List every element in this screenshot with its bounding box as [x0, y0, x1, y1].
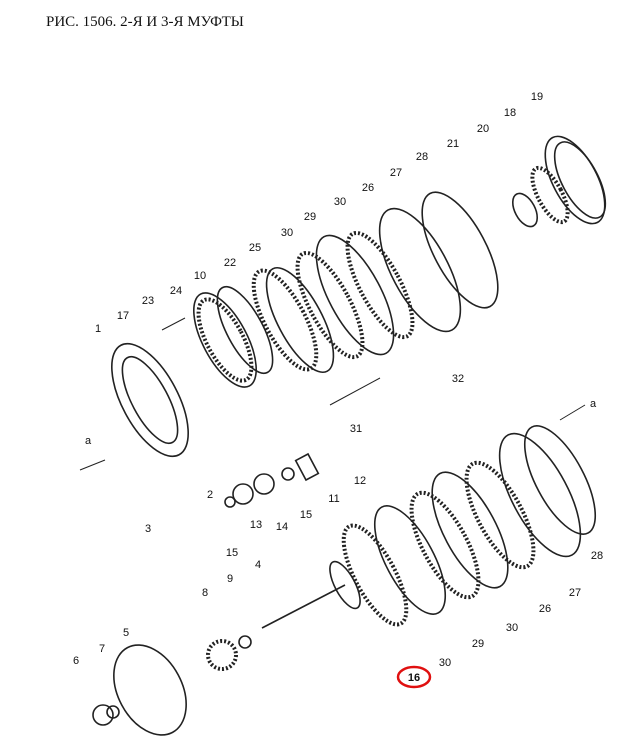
part-label-27: 27: [569, 587, 581, 599]
highlight-circle: [396, 665, 432, 689]
part-label-7: 7: [99, 643, 105, 655]
part-label-29: 29: [304, 211, 316, 223]
part-label-18: 18: [504, 107, 516, 119]
part-label-2: 2: [207, 489, 213, 501]
part-label-13: 13: [250, 519, 262, 531]
part-label-19: 19: [531, 91, 543, 103]
part-label-28: 28: [591, 550, 603, 562]
part-label-26: 26: [539, 603, 551, 615]
part-label-a: a: [590, 398, 597, 410]
part-label-3: 3: [145, 523, 151, 535]
part-label-4: 4: [255, 559, 261, 571]
small-parts: [79, 452, 320, 508]
part-label-5: 5: [123, 627, 129, 639]
part-label-24: 24: [170, 285, 182, 297]
part-label-8: 8: [202, 587, 208, 599]
part-label-30: 30: [439, 657, 451, 669]
part-label-32: 32: [452, 373, 464, 385]
part-label-17: 17: [117, 310, 129, 322]
part-label-11: 11: [328, 493, 339, 505]
part-label-9: 9: [227, 573, 233, 585]
part-label-12: 12: [354, 475, 366, 487]
upper-clutch-assembly: [111, 135, 607, 458]
part-label-15: 15: [226, 547, 238, 559]
lower-clutch-assembly: [92, 404, 597, 736]
part-label-22: 22: [224, 257, 236, 269]
part-label-30: 30: [281, 227, 293, 239]
part-label-1: 1: [95, 323, 101, 335]
part-label-31: 31: [350, 423, 362, 435]
part-label-25: 25: [249, 242, 261, 254]
part-label-15: 15: [300, 509, 312, 521]
part-label-26: 26: [362, 182, 374, 194]
part-label-10: 10: [194, 270, 206, 282]
part-label-23: 23: [142, 295, 154, 307]
part-label-29: 29: [472, 638, 484, 650]
part-label-14: 14: [276, 521, 288, 533]
part-label-21: 21: [447, 138, 459, 150]
part-label-16: 16: [408, 672, 420, 684]
part-label-30: 30: [334, 196, 346, 208]
part-label-27: 27: [390, 167, 402, 179]
part-label-20: 20: [477, 123, 489, 135]
figure-title: РИС. 1506. 2-Я И 3-Я МУФТЫ: [46, 14, 244, 30]
part-label-28: 28: [416, 151, 428, 163]
part-label-6: 6: [73, 655, 79, 667]
part-label-a: a: [85, 435, 92, 447]
part-label-30: 30: [506, 622, 518, 634]
